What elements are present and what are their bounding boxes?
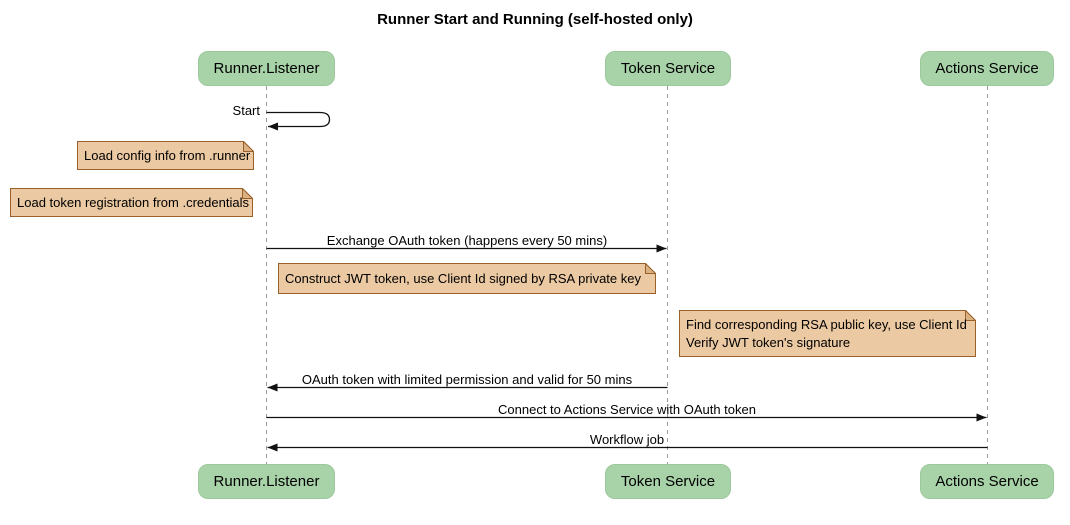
note-text: Load token registration from .credential… [17, 194, 249, 210]
note-text: Verify JWT token's signature [686, 334, 851, 350]
note-text: Find corresponding RSA public key, use C… [686, 316, 967, 332]
note-text: Construct JWT token, use Client Id signe… [285, 270, 641, 286]
diagram-title: Runner Start and Running (self-hosted on… [377, 11, 693, 28]
note-text: Load config info from .runner [84, 147, 251, 163]
participant-token-service-top: Token Service [605, 51, 731, 86]
note-verify-jwt-token: Find corresponding RSA public key, use C… [679, 310, 976, 357]
message-label-oauth-token-return: OAuth token with limited permission and … [301, 372, 633, 387]
participant-actions-service-top: Actions Service [920, 51, 1054, 86]
message-label-workflow-job: Workflow job [589, 432, 665, 447]
participant-token-service-bottom: Token Service [605, 464, 731, 499]
note-shape [10, 188, 253, 217]
message-label-exchange-oauth-token: Exchange OAuth token (happens every 50 m… [326, 233, 608, 248]
note-shape [679, 310, 976, 357]
note-shape [278, 263, 656, 294]
message-label-start: Start [232, 103, 260, 118]
participant-runner-listener-top: Runner.Listener [198, 51, 335, 86]
note-load-config: Load config info from .runner [77, 141, 254, 170]
note-load-token-registration: Load token registration from .credential… [10, 188, 253, 217]
participant-actions-service-bottom: Actions Service [920, 464, 1054, 499]
self-arrow-start [266, 111, 331, 131]
message-label-connect-actions-service: Connect to Actions Service with OAuth to… [498, 402, 756, 417]
note-shape [77, 141, 254, 170]
note-construct-jwt-token: Construct JWT token, use Client Id signe… [278, 263, 656, 294]
participant-runner-listener-bottom: Runner.Listener [198, 464, 335, 499]
